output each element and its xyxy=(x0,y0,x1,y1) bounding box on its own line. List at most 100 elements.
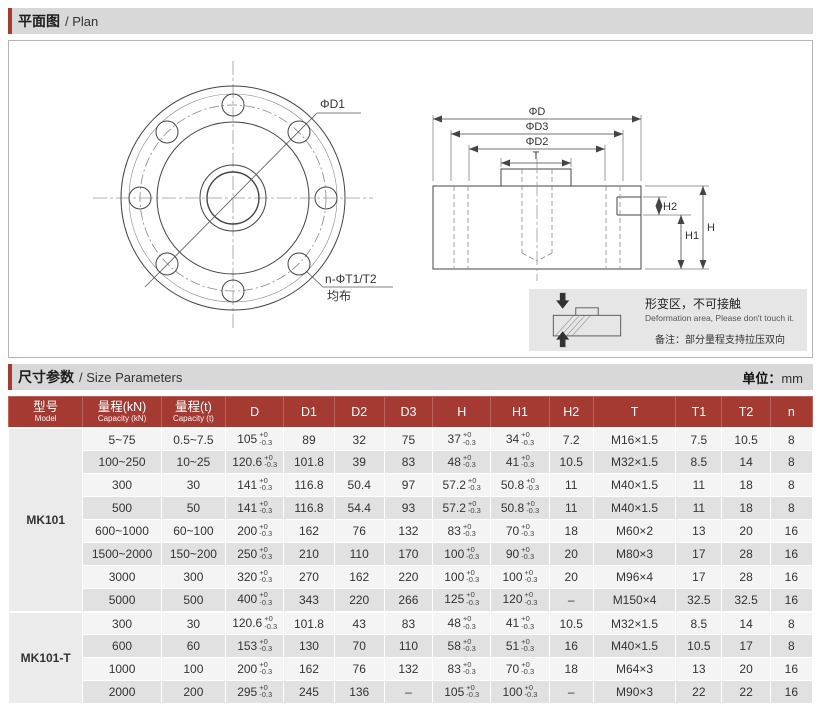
table-cell: 220 xyxy=(383,565,434,590)
tolerance-stack: +0-0.3 xyxy=(259,498,273,516)
table-cell: 16 xyxy=(769,542,814,567)
table-cell: 200 xyxy=(160,680,227,705)
table-cell: 200+0-0.3 xyxy=(225,657,285,682)
unit-label: 单位： xyxy=(742,370,782,386)
tolerance-stack: +0-0.3 xyxy=(259,682,273,700)
table-cell: 57.2+0-0.3 xyxy=(432,496,492,521)
table-cell: 7.2 xyxy=(548,426,594,452)
tolerance-stack: +0-0.3 xyxy=(521,429,535,447)
model-cell: MK101-T xyxy=(7,610,84,705)
table-cell: M96×4 xyxy=(592,565,677,590)
section-accent-bar xyxy=(8,364,12,390)
table-cell: 32.5 xyxy=(721,588,771,613)
table-cell: 16 xyxy=(769,657,814,682)
table-cell: 83+0-0.3 xyxy=(432,519,492,544)
table-cell: 120.6+0-0.3 xyxy=(225,450,285,475)
tolerance-stack: +0-0.3 xyxy=(259,544,273,562)
down-arrow-icon xyxy=(556,292,570,309)
column-header: D1 xyxy=(283,395,335,429)
table-cell: 37+0-0.3 xyxy=(432,426,492,452)
table-cell: 28 xyxy=(721,565,771,590)
tolerance-stack: +0-0.3 xyxy=(521,544,535,562)
table-cell: 400+0-0.3 xyxy=(225,588,285,613)
tolerance-stack: +0-0.3 xyxy=(521,613,535,631)
table-cell: 343 xyxy=(283,588,335,613)
table-cell: 1000 xyxy=(82,657,162,682)
table-cell: 1500~2000 xyxy=(82,542,162,567)
column-header: 量程(kN)Capacity (kN) xyxy=(82,395,162,429)
table-cell: 50.8+0-0.3 xyxy=(490,496,550,521)
tolerance-stack: +0-0.3 xyxy=(259,521,273,539)
table-cell: 7.5 xyxy=(675,426,723,452)
table-cell: 100+0-0.3 xyxy=(432,565,492,590)
tolerance-stack: +0-0.3 xyxy=(521,636,535,654)
table-cell: 250+0-0.3 xyxy=(225,542,285,567)
table-cell: 120+0-0.3 xyxy=(490,588,550,613)
table-cell: 32.5 xyxy=(675,588,723,613)
table-cell: 170 xyxy=(383,542,434,567)
table-cell: 34+0-0.3 xyxy=(490,426,550,452)
table-cell: – xyxy=(383,680,434,705)
table-cell: 8.5 xyxy=(675,610,723,636)
column-header: D2 xyxy=(333,395,385,429)
table-cell: 100+0-0.3 xyxy=(490,680,550,705)
table-cell: 18 xyxy=(721,473,771,498)
table-cell: 41+0-0.3 xyxy=(490,450,550,475)
note-text-zh: 形变区，不可接触 xyxy=(645,296,742,311)
plan-title-zh: 平面图 xyxy=(18,13,60,29)
side-view: ΦD ΦD3 ΦD2 T H2 H1 H xyxy=(432,106,715,281)
tolerance-stack: +0-0.3 xyxy=(264,613,278,631)
table-cell: 320+0-0.3 xyxy=(225,565,285,590)
label-phi-d2: ΦD2 xyxy=(526,136,549,148)
tolerance-stack: +0-0.3 xyxy=(524,682,538,700)
table-cell: 110 xyxy=(383,634,434,659)
tolerance-stack: +0-0.3 xyxy=(259,659,273,677)
tolerance-stack: +0-0.3 xyxy=(524,590,538,608)
table-cell: 18 xyxy=(548,519,594,544)
table-cell: M32×1.5 xyxy=(592,450,677,475)
tolerance-stack: +0-0.3 xyxy=(462,452,476,470)
label-t: T xyxy=(533,150,540,162)
table-cell: 130 xyxy=(283,634,335,659)
table-cell: 136 xyxy=(333,680,385,705)
column-header: 量程(t)Capacity (t) xyxy=(160,395,227,429)
deformation-sketch xyxy=(552,292,622,348)
tolerance-stack: +0-0.3 xyxy=(259,475,273,493)
table-cell: 300 xyxy=(160,565,227,590)
table-cell: M90×3 xyxy=(592,680,677,705)
column-header: T2 xyxy=(721,395,771,429)
table-cell: 10.5 xyxy=(548,610,594,636)
table-cell: 39 xyxy=(333,450,385,475)
table-cell: 110 xyxy=(333,542,385,567)
table-cell: 10~25 xyxy=(160,450,227,475)
table-cell: 97 xyxy=(383,473,434,498)
table-cell: 60~100 xyxy=(160,519,227,544)
section-accent-bar xyxy=(8,8,12,34)
tolerance-stack: +0-0.3 xyxy=(524,567,538,585)
section-header-parameters: 尺寸参数 / Size Parameters 单位：mm xyxy=(8,364,813,390)
column-header: H xyxy=(432,395,492,429)
tolerance-stack: +0-0.3 xyxy=(462,659,476,677)
table-cell: 43 xyxy=(333,610,385,636)
label-bolt-spec: n-ΦT1/T2 xyxy=(325,272,377,286)
note-text-en: Deformation area, Please don't touch it. xyxy=(645,312,795,323)
table-cell: 162 xyxy=(283,519,335,544)
table-cell: 32 xyxy=(333,426,385,452)
table-cell: 16 xyxy=(769,680,814,705)
table-cell: 10.5 xyxy=(721,426,771,452)
table-cell: 11 xyxy=(548,473,594,498)
table-cell: M150×4 xyxy=(592,588,677,613)
table-cell: 120.6+0-0.3 xyxy=(225,610,285,636)
tolerance-stack: +0-0.3 xyxy=(467,498,481,516)
tolerance-stack: +0-0.3 xyxy=(259,636,273,654)
table-cell: 16 xyxy=(548,634,594,659)
